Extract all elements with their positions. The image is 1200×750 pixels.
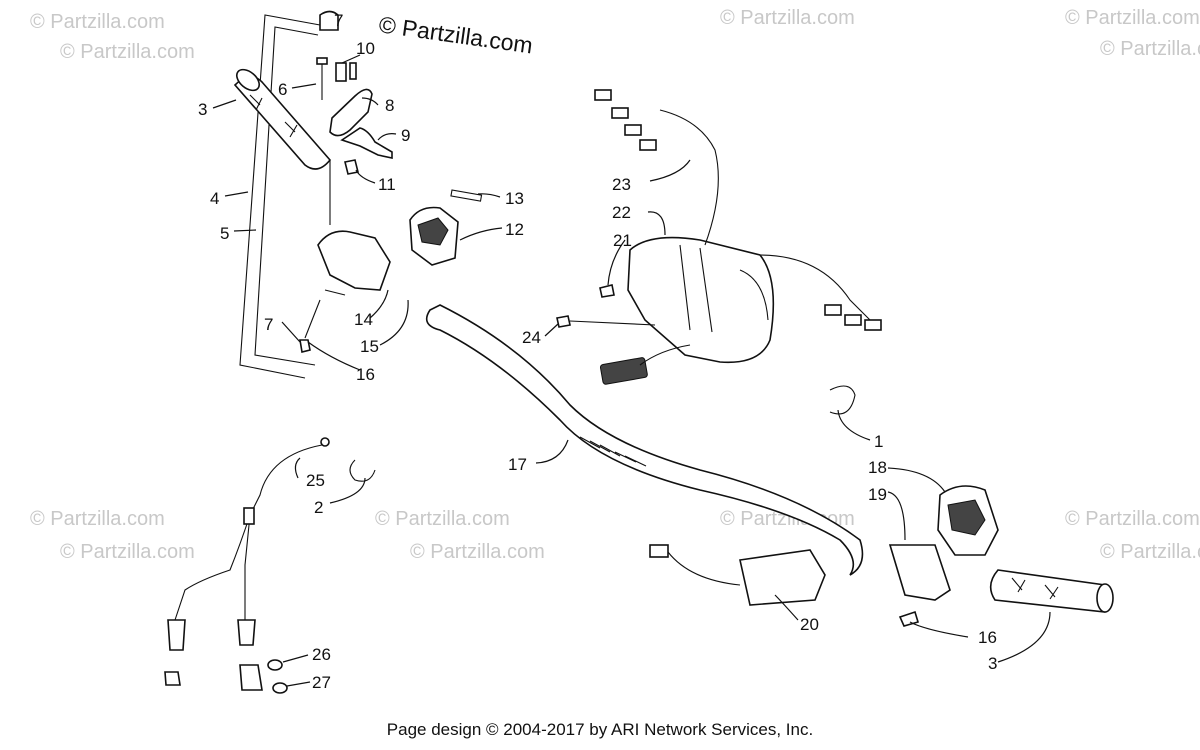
- callout-27: 27: [312, 673, 331, 692]
- callout-21: 21: [613, 231, 632, 250]
- right-grip-group: [829, 385, 1114, 627]
- throttle-lever-group: [316, 10, 393, 175]
- callout-23: 23: [612, 175, 631, 194]
- watermark-text: © Partzilla.com: [60, 41, 195, 63]
- watermark-text: © Partzilla.com: [375, 508, 510, 530]
- callout-5: 5: [220, 224, 229, 243]
- callout-6: 6: [278, 80, 287, 99]
- callout-26: 26: [312, 645, 331, 664]
- watermark-main: © Partzilla.com: [377, 11, 534, 58]
- callout-3: 3: [198, 100, 207, 119]
- callout-16: 16: [356, 365, 375, 384]
- callout-12: 12: [505, 220, 524, 239]
- watermarks: © Partzilla.com © Partzilla.com © Partzi…: [30, 7, 1200, 563]
- switch-12: [409, 189, 483, 266]
- left-switch-housing: [299, 160, 391, 353]
- callout-16: 16: [978, 628, 997, 647]
- callout-7: 7: [334, 11, 343, 30]
- callout-4: 4: [210, 189, 219, 208]
- callout-11: 11: [378, 175, 396, 194]
- watermark-text: © Partzilla.com: [30, 11, 165, 33]
- callout-15: 15: [360, 337, 379, 356]
- callout-17: 17: [508, 455, 527, 474]
- callout-7: 7: [264, 315, 273, 334]
- callout-8: 8: [385, 96, 394, 115]
- watermark-text: © Partzilla.com: [1100, 38, 1200, 60]
- handlebar: [425, 304, 864, 576]
- callout-10: 10: [356, 39, 375, 58]
- watermark-text: © Partzilla.com: [720, 7, 855, 29]
- watermark-text: © Partzilla.com: [1065, 508, 1200, 530]
- bracket-4-5: [239, 14, 321, 379]
- right-control-housing: [556, 89, 882, 385]
- watermark-text: © Partzilla.com: [410, 541, 545, 563]
- watermark-text: © Partzilla.com: [1065, 7, 1200, 29]
- callouts: 1 2 3 3 4 5 6 7 7 8 9 10 11 12 13 14 15 …: [198, 11, 997, 692]
- callout-25: 25: [306, 471, 325, 490]
- callout-2: 2: [314, 498, 323, 517]
- leader-lines: [212, 54, 1051, 687]
- callout-24: 24: [522, 328, 541, 347]
- watermark-text: © Partzilla.com: [60, 541, 195, 563]
- callout-19: 19: [868, 485, 887, 504]
- callout-14: 14: [354, 310, 373, 329]
- grip-heater: [649, 544, 826, 606]
- throttle-cable: [164, 437, 376, 694]
- callout-18: 18: [868, 458, 887, 477]
- watermark-text: © Partzilla.com: [30, 508, 165, 530]
- callout-3: 3: [988, 654, 997, 673]
- copyright-footer: Page design © 2004-2017 by ARI Network S…: [386, 720, 814, 739]
- callout-9: 9: [401, 126, 410, 145]
- callout-22: 22: [612, 203, 631, 222]
- callout-20: 20: [800, 615, 819, 634]
- callout-1: 1: [874, 432, 883, 451]
- watermark-text: © Partzilla.com: [1100, 541, 1200, 563]
- callout-13: 13: [505, 189, 524, 208]
